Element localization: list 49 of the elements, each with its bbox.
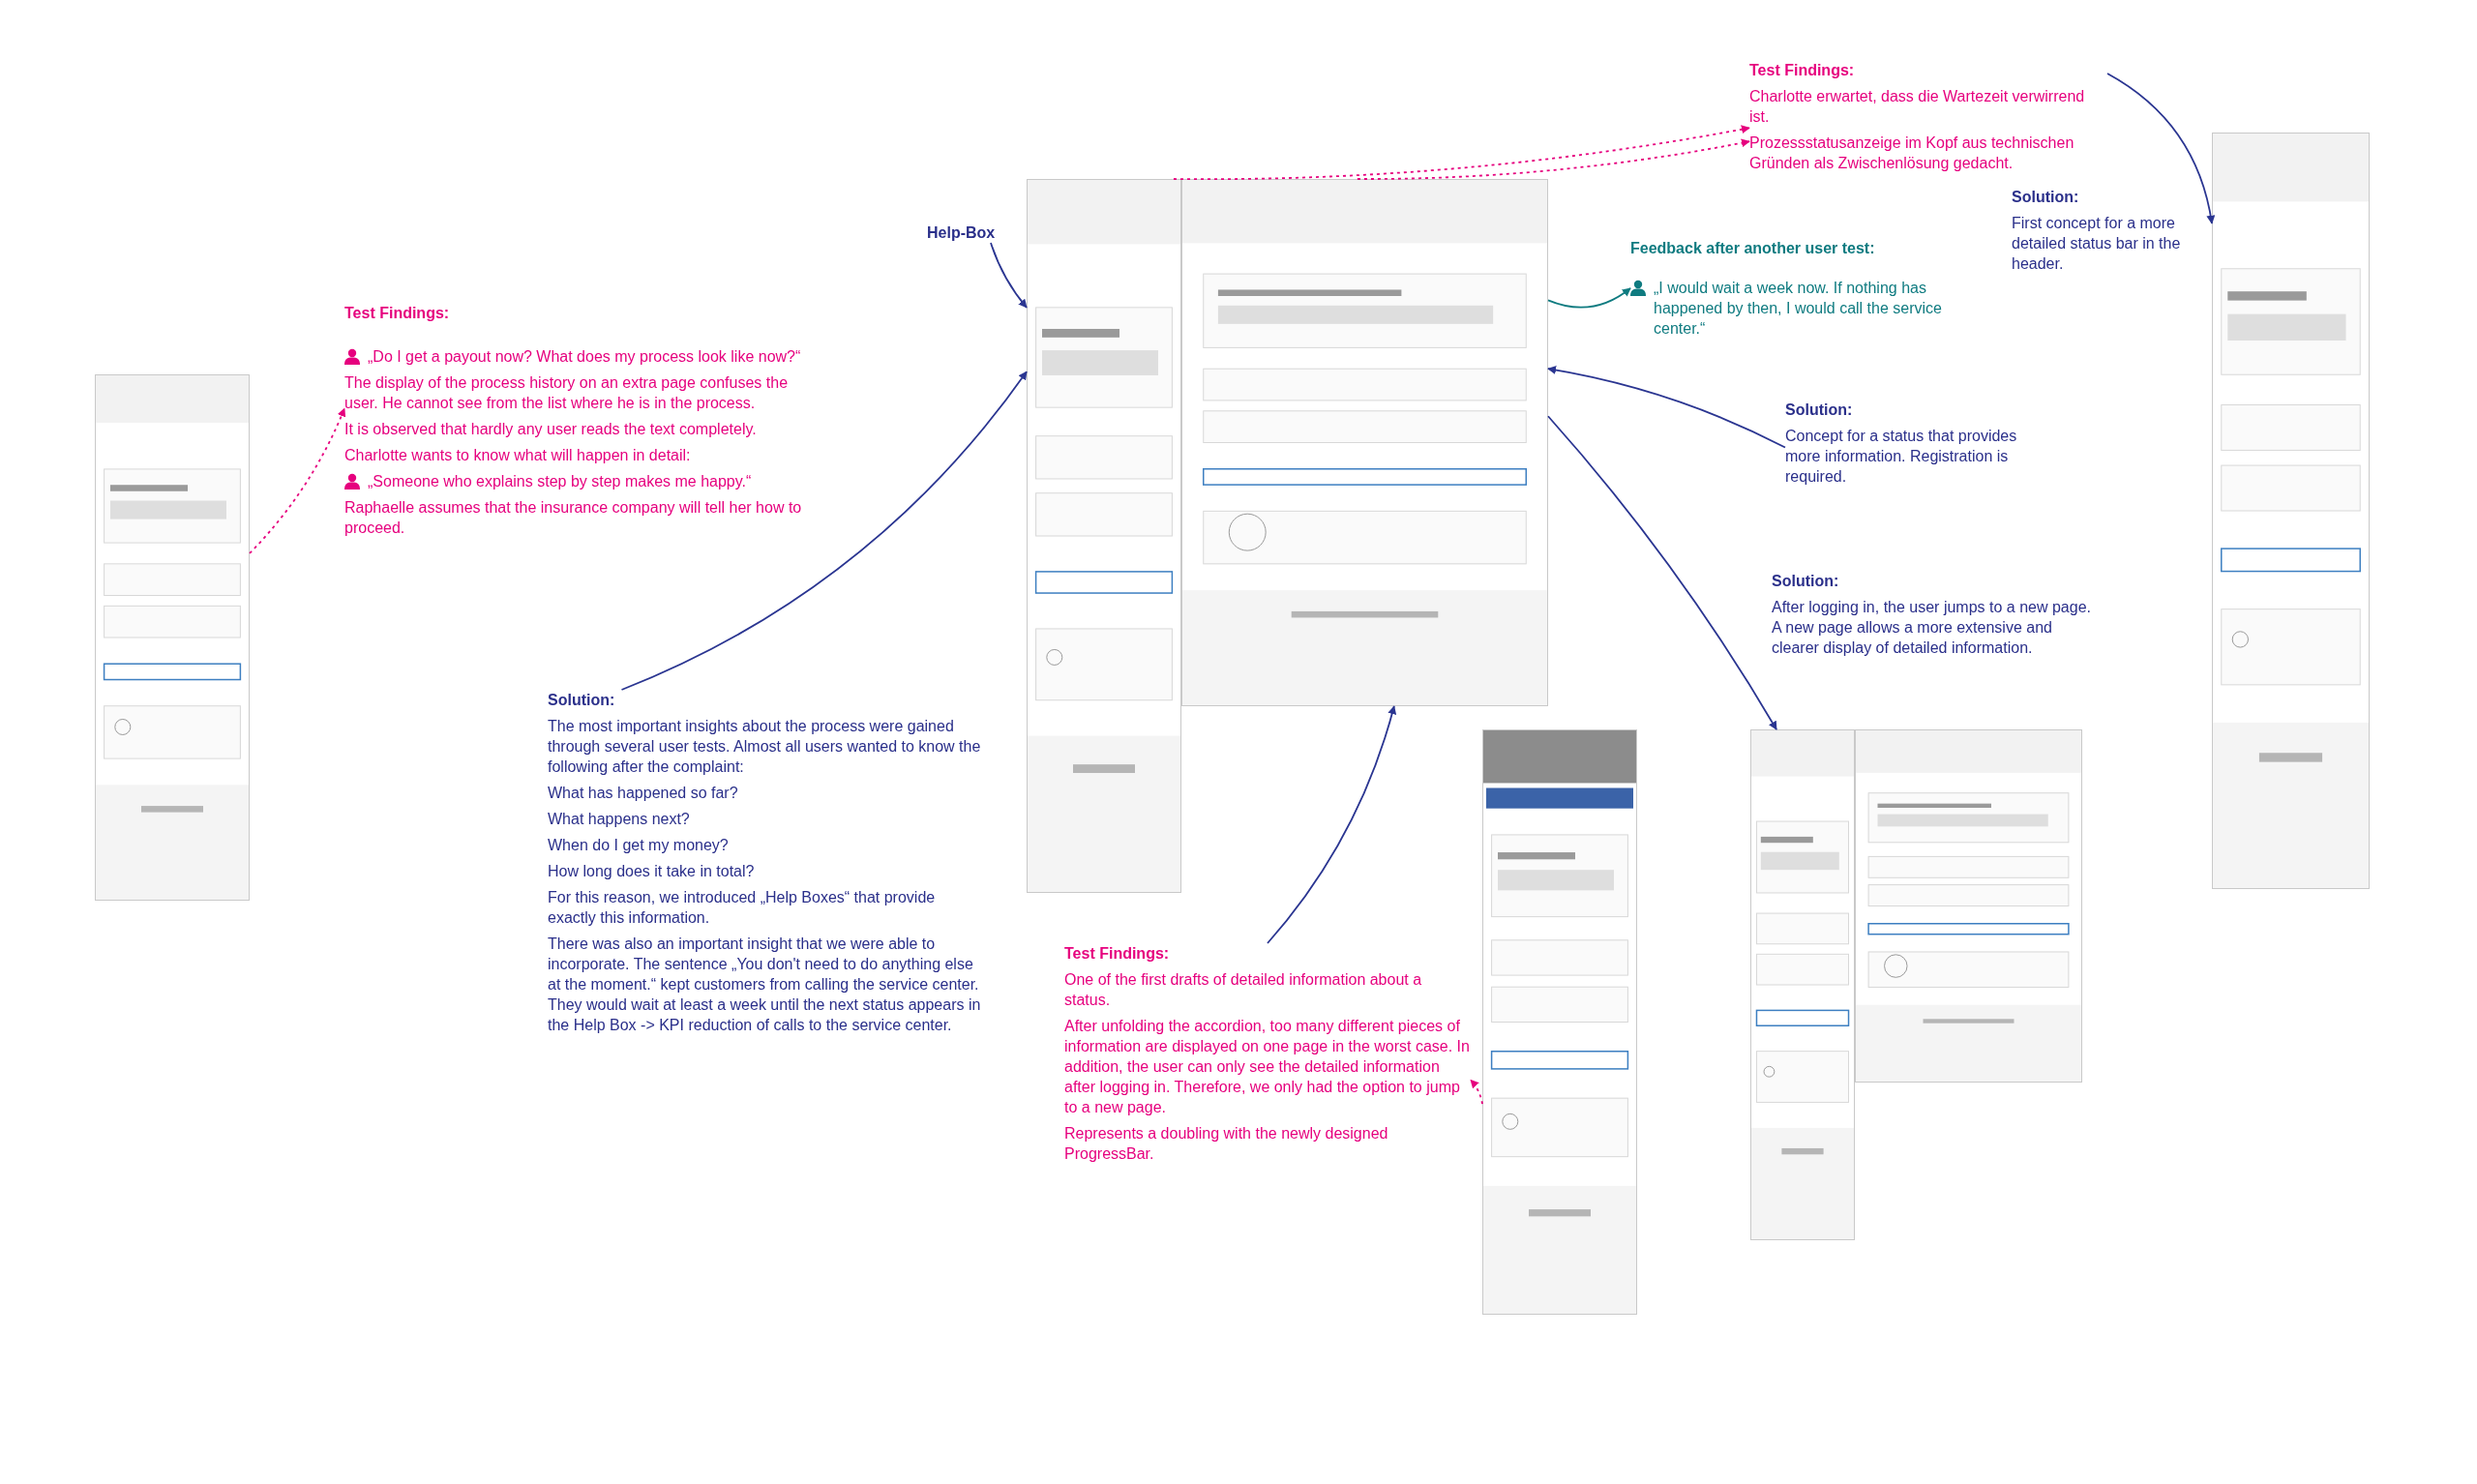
paragraph: Charlotte erwartet, dass die Wartezeit verwirrend ist.	[1749, 87, 2086, 127]
heading: Solution:	[1772, 572, 1840, 591]
arrow	[2106, 73, 2215, 224]
arrow	[1470, 1079, 1483, 1106]
quote: „Someone who explains step by step makes me happy.“	[368, 472, 752, 491]
paragraph: There was also an important insight that we were able to incorporate. The sentence „You don't need to do anything else at the moment.“ kept customers from calling the service center. They would wait at least a week until the next status appears in the Help Box -> KPI reduction of calls to the service center.	[548, 935, 982, 1035]
picture	[1855, 729, 2082, 1083]
arrow	[1357, 138, 1750, 180]
paragraph: Concept for a status that provides more information. Registration is required.	[1785, 427, 2018, 487]
heading: Help-Box	[927, 223, 997, 243]
quote: „Do I get a payout now? What does my process look like now?“	[368, 347, 801, 367]
paragraph: Charlotte wants to know what will happen in detail:	[344, 446, 692, 465]
paragraph: It is observed that hardly any user reads the text completely.	[344, 420, 758, 439]
paragraph: First concept for a more detailed status bar in the header.	[2012, 214, 2182, 274]
arrow	[249, 407, 345, 554]
picture	[2212, 133, 2370, 889]
paragraph: One of the first drafts of detailed information about a status.	[1064, 970, 1423, 1010]
picture	[1482, 729, 1637, 1315]
quote: „I would wait a week now. If nothing has happened by then, I would call the service center.“	[1654, 279, 1943, 339]
paragraph: How long does it take in total?	[548, 862, 756, 881]
arrow	[1267, 705, 1396, 944]
arrow	[990, 242, 1028, 309]
paragraph: Prozessstatusanzeige im Kopf aus technischen Gründen als Zwischenlösung gedacht.	[1749, 134, 2075, 173]
heading: Solution:	[548, 691, 616, 710]
arrow	[1547, 366, 1786, 449]
picture	[1750, 729, 1855, 1240]
paragraph: For this reason, we introduced „Help Boxes“ that provide exactly this information.	[548, 888, 937, 928]
picture	[95, 374, 250, 901]
paragraph: The most important insights about the process were gained through several user tests. Almost all users wanted to know the following after the complaint:	[548, 717, 982, 777]
paragraph: Represents a doubling with the newly designed ProgressBar.	[1064, 1124, 1389, 1164]
heading: Test Findings:	[344, 304, 451, 323]
heading: Feedback after another user test:	[1630, 239, 1876, 258]
paragraph: The display of the process history on an extra page confuses the user. He cannot see from the list where he is in the process.	[344, 373, 790, 413]
arrow	[620, 371, 1028, 691]
heading: Solution:	[1785, 401, 1854, 420]
paragraph: Raphaelle assumes that the insurance company will tell her how to proceed.	[344, 498, 803, 538]
paragraph: What has happened so far?	[548, 784, 739, 803]
paragraph: After unfolding the accordion, too many different pieces of information are displayed on one page in the worst case. In addition, the user can only see the detailed information after logging in. Therefore, we only had the option to jump to a new page.	[1064, 1017, 1471, 1117]
paragraph: What happens next?	[548, 810, 691, 829]
picture	[1181, 179, 1548, 706]
heading: Test Findings:	[1749, 61, 1856, 80]
picture	[1027, 179, 1181, 893]
paragraph: After logging in, the user jumps to a new page. A new page allows a more extensive and clearer display of detailed information.	[1772, 598, 2091, 658]
arrow	[1547, 415, 1777, 730]
heading: Solution:	[2012, 188, 2080, 207]
heading: Test Findings:	[1064, 944, 1171, 964]
arrow	[1173, 125, 1750, 181]
arrow	[1547, 287, 1631, 309]
paragraph: When do I get my money?	[548, 836, 730, 855]
